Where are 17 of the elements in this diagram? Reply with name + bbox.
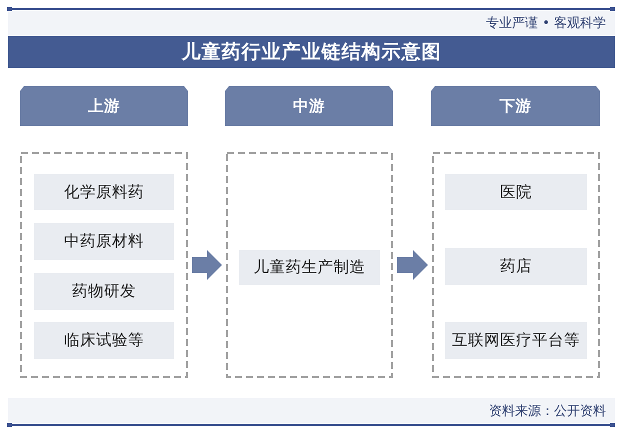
item-box: 儿童药生产制造 <box>239 250 380 285</box>
item-box: 互联网医疗平台等 <box>445 322 587 359</box>
stage-header: 中游 <box>225 86 393 126</box>
item-box: 药店 <box>445 248 587 285</box>
stage-header: 下游 <box>431 86 600 126</box>
item-box: 中药原材料 <box>34 223 174 260</box>
item-box: 临床试验等 <box>34 322 174 359</box>
item-box: 化学原料药 <box>34 174 174 210</box>
item-box: 药物研发 <box>34 273 174 310</box>
dashed-group-box <box>226 152 393 378</box>
source-note: 资料来源：公开资料 <box>489 403 606 420</box>
stage-header: 上游 <box>20 86 188 126</box>
slogan-text: 专业严谨 • 客观科学 <box>486 15 606 32</box>
title-banner: 儿童药行业产业链结构示意图 <box>8 36 615 68</box>
dashed-group-box <box>20 152 188 378</box>
dashed-group-box <box>432 152 600 378</box>
item-box: 医院 <box>445 174 587 210</box>
